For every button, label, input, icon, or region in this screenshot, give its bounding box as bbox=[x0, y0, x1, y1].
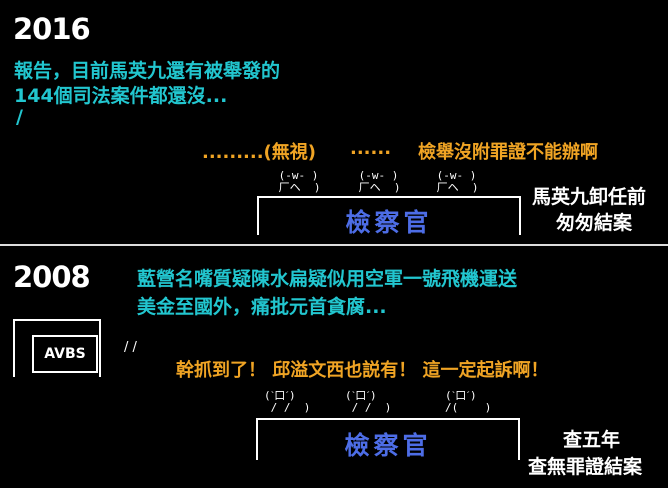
kaomoji-1: (-w- ) 厂ヘ ) bbox=[278, 169, 321, 194]
report-line-2: 144個司法案件都還沒... bbox=[14, 85, 228, 107]
desk-label: 檢察官 bbox=[344, 431, 432, 460]
kaomoji-2: (-w- ) 厂ヘ ) bbox=[358, 169, 401, 194]
prosecutor-desk: 檢察官 bbox=[257, 196, 521, 237]
desk-label: 檢察官 bbox=[345, 208, 433, 237]
report-line-1: 藍營名嘴質疑陳水扁疑似用空軍一號飛機運送 bbox=[137, 268, 518, 290]
speech-slash: / bbox=[16, 106, 23, 128]
caption-line-1: 查五年 bbox=[563, 429, 621, 451]
panel-divider bbox=[0, 244, 668, 246]
reaction-indict: 幹抓到了！ 邱溢文西也説有！ 這一定起訴啊！ bbox=[176, 360, 549, 381]
year-2008: 2008 bbox=[13, 260, 91, 294]
kaomoji-3: (ˋ口ˊ) /( ) bbox=[445, 389, 492, 414]
speech-slash: / / bbox=[124, 340, 137, 355]
report-line-2: 美金至國外，痛批元首貪腐... bbox=[137, 296, 387, 318]
year-2016: 2016 bbox=[13, 12, 91, 46]
tv-screen: AVBS bbox=[13, 319, 101, 377]
tv-channel-logo: AVBS bbox=[44, 346, 86, 362]
kaomoji-1: (ˋ口ˊ) / / ) bbox=[264, 389, 311, 414]
prosecutor-desk: 檢察官 bbox=[256, 418, 520, 460]
caption-line-2: 匆匆結案 bbox=[556, 212, 633, 234]
kaomoji-2: (ˋ口ˊ) / / ) bbox=[345, 389, 392, 414]
report-line-1: 報告，目前馬英九還有被舉發的 bbox=[14, 60, 281, 82]
reaction-no-evidence: 檢舉沒附罪證不能辦啊 bbox=[418, 142, 598, 163]
caption-line-2: 查無罪證結案 bbox=[528, 456, 643, 478]
caption-line-1: 馬英九卸任前 bbox=[532, 186, 647, 208]
kaomoji-3: (-w- ) 厂ヘ ) bbox=[436, 169, 479, 194]
reaction-dots: ...... bbox=[350, 138, 392, 159]
reaction-ignore: .........(無視) bbox=[202, 142, 316, 163]
